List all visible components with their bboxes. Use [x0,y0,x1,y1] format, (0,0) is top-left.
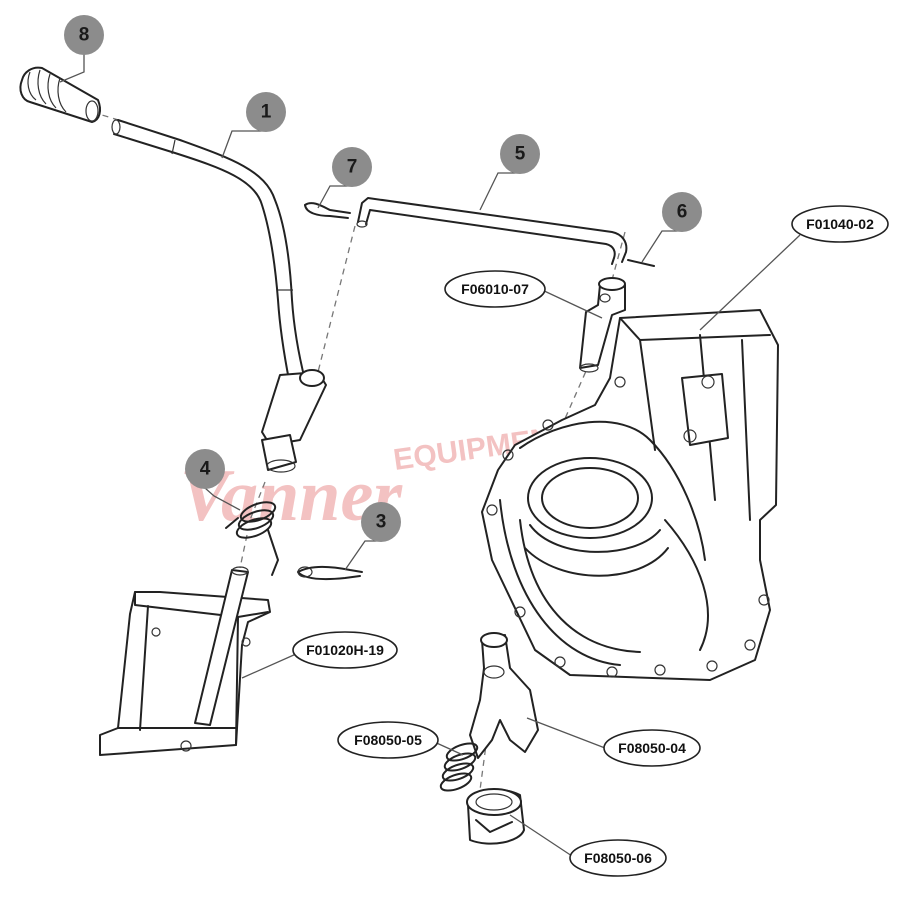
callout-5-circle [500,134,540,174]
callout-4-circle [185,449,225,489]
part-label-f01020h-19-outline [292,631,398,669]
part-label-f08050-06-outline [569,839,667,877]
part-label-f08050-05-outline [337,721,439,759]
part-label-f08050-05-text: F08050-05 [354,732,422,748]
callout-8-circle [64,15,104,55]
hairpin-part [297,565,363,581]
callout-7: 7 [332,147,372,187]
callout-4-label: 4 [200,459,211,480]
part-label-f01040-02: F01040-02 [791,205,889,243]
part-label-f01040-02-text: F01040-02 [806,216,874,232]
part-label-f06010-07-outline [444,270,546,308]
callout-5-label: 5 [515,144,526,165]
pivot-pin-part [579,277,626,373]
part-label-f08050-06-text: F08050-06 [584,850,652,866]
part-label-f01020h-19-text: F01020H-19 [306,642,384,658]
callout-6-label: 6 [677,202,688,223]
callout-1: 1 [246,92,286,132]
callout-6-circle [662,192,702,232]
part-label-f06010-07-text: F06010-07 [461,281,529,297]
callout-1-circle [246,92,286,132]
detent-plug-part [466,788,525,845]
part-label-f06010-07: F06010-07 [444,270,546,308]
part-label-f08050-04: F08050-04 [603,729,701,767]
clip-part [627,259,655,267]
callout-8-label: 8 [79,25,90,46]
callout-3-circle [361,502,401,542]
part-label-f08050-05: F08050-05 [337,721,439,759]
bracket-part [99,566,271,756]
knob-part [19,66,101,123]
callout-3-label: 3 [376,512,387,533]
transmission-housing-part [481,309,779,681]
part-label-f08050-04-outline [603,729,701,767]
shift-lever-part [111,119,327,473]
part-label-f08050-06: F08050-06 [569,839,667,877]
cotter-pin-top-part [304,202,351,219]
callout-3: 3 [361,502,401,542]
callout-4: 4 [185,449,225,489]
callout-7-circle [332,147,372,187]
callout-6: 6 [662,192,702,232]
callout-1-label: 1 [261,102,272,123]
callout-8: 8 [64,15,104,55]
callout-7-label: 7 [347,157,358,178]
part-label-f01040-02-outline [791,205,889,243]
part-label-f01020h-19: F01020H-19 [292,631,398,669]
torsion-spring-part [225,501,279,576]
part-label-f08050-04-text: F08050-04 [618,740,686,756]
shift-fork-part [469,632,539,759]
callout-5: 5 [500,134,540,174]
linkage-rod-part [356,197,628,265]
fork-spring-part [439,742,479,792]
